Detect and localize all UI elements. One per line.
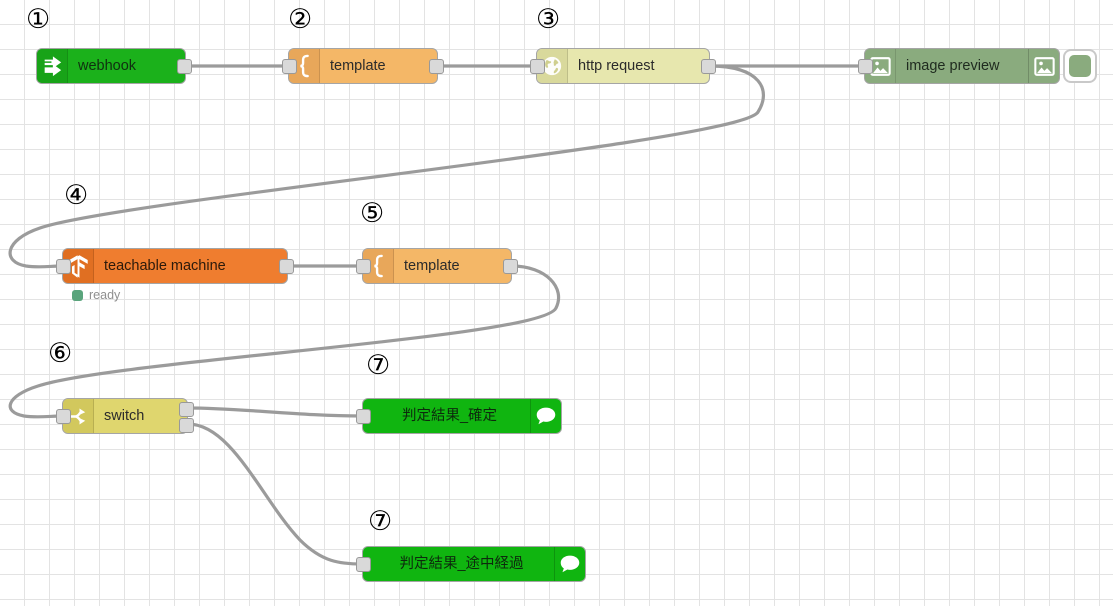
step-marker: ⑤ — [360, 198, 385, 229]
image-icon — [1028, 49, 1059, 83]
wire-switch-to-debug-2[interactable] — [186, 422, 364, 566]
speech-bubble-icon — [530, 399, 561, 433]
input-port[interactable] — [282, 59, 297, 74]
input-port[interactable] — [56, 259, 71, 274]
node-label: switch — [104, 408, 145, 424]
node-debug-1[interactable]: 判定結果_確定 — [356, 398, 562, 434]
status-dot-icon — [72, 289, 83, 301]
input-port[interactable] — [356, 557, 371, 572]
output-port[interactable] — [279, 259, 294, 274]
image-preview-toggle-button[interactable] — [1063, 49, 1097, 83]
input-port[interactable] — [356, 259, 371, 274]
step-marker: ⑦ — [366, 350, 391, 381]
step-marker: ② — [288, 4, 313, 35]
input-port[interactable] — [56, 409, 71, 424]
node-status: ready — [72, 288, 120, 302]
arrow-right-icon — [37, 49, 68, 83]
wire-switch-to-debug-1[interactable] — [186, 406, 364, 418]
node-switch[interactable]: switch — [56, 398, 194, 434]
node-http-request[interactable]: http request — [530, 48, 716, 84]
node-label: image preview — [906, 58, 1000, 74]
step-marker: ⑦ — [368, 506, 393, 537]
node-template-2[interactable]: template — [356, 248, 518, 284]
node-label: http request — [578, 58, 655, 74]
node-teachable-machine[interactable]: teachable machine — [56, 248, 294, 284]
preview-swatch — [1069, 55, 1091, 77]
step-marker: ⑥ — [48, 338, 73, 369]
node-image-preview[interactable]: image preview — [858, 48, 1060, 84]
step-marker: ① — [26, 4, 51, 35]
speech-bubble-icon — [554, 547, 585, 581]
output-port-1[interactable] — [179, 402, 194, 417]
output-port[interactable] — [429, 59, 444, 74]
output-port-2[interactable] — [179, 418, 194, 433]
node-label: 判定結果_確定 — [401, 408, 498, 424]
step-marker: ③ — [536, 4, 561, 35]
step-marker: ④ — [64, 180, 89, 211]
node-label: teachable machine — [104, 258, 226, 274]
node-label: webhook — [78, 58, 137, 74]
node-label: template — [330, 58, 386, 74]
node-label: template — [404, 258, 460, 274]
input-port[interactable] — [858, 59, 873, 74]
output-port[interactable] — [701, 59, 716, 74]
output-port[interactable] — [503, 259, 518, 274]
wire-http-request-to-teachable-machine[interactable] — [8, 64, 766, 269]
output-port[interactable] — [177, 59, 192, 74]
node-status-label: ready — [89, 288, 121, 302]
switch-branch-icon — [63, 399, 94, 433]
input-port[interactable] — [530, 59, 545, 74]
node-webhook[interactable]: webhook — [36, 48, 192, 84]
node-template-1[interactable]: template — [282, 48, 444, 84]
input-port[interactable] — [356, 409, 371, 424]
node-debug-2[interactable]: 判定結果_途中経過 — [356, 546, 586, 582]
node-label: 判定結果_途中経過 — [399, 556, 524, 572]
